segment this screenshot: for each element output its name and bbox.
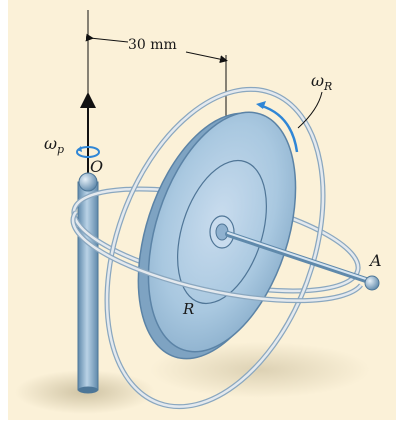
spin-arrow-icon [261, 104, 299, 153]
dimension-line-left [85, 33, 129, 43]
omega-R-label: ωR [311, 71, 332, 93]
disk-R-label: R [182, 300, 194, 318]
omega-R-leader [297, 91, 323, 129]
point-A-label: A [368, 251, 382, 270]
post-base [78, 386, 98, 394]
dimension-label: 30 mm [128, 37, 177, 53]
point-O-label: O [90, 157, 103, 176]
pivot-ball-O [78, 172, 98, 192]
precession-arrow-icon [76, 146, 100, 158]
gyro-shadow [150, 342, 370, 398]
end-ball-A [364, 275, 380, 291]
support-post [77, 181, 99, 391]
dimension-line-right [185, 51, 228, 64]
omega-p-label: ωp [44, 134, 64, 156]
